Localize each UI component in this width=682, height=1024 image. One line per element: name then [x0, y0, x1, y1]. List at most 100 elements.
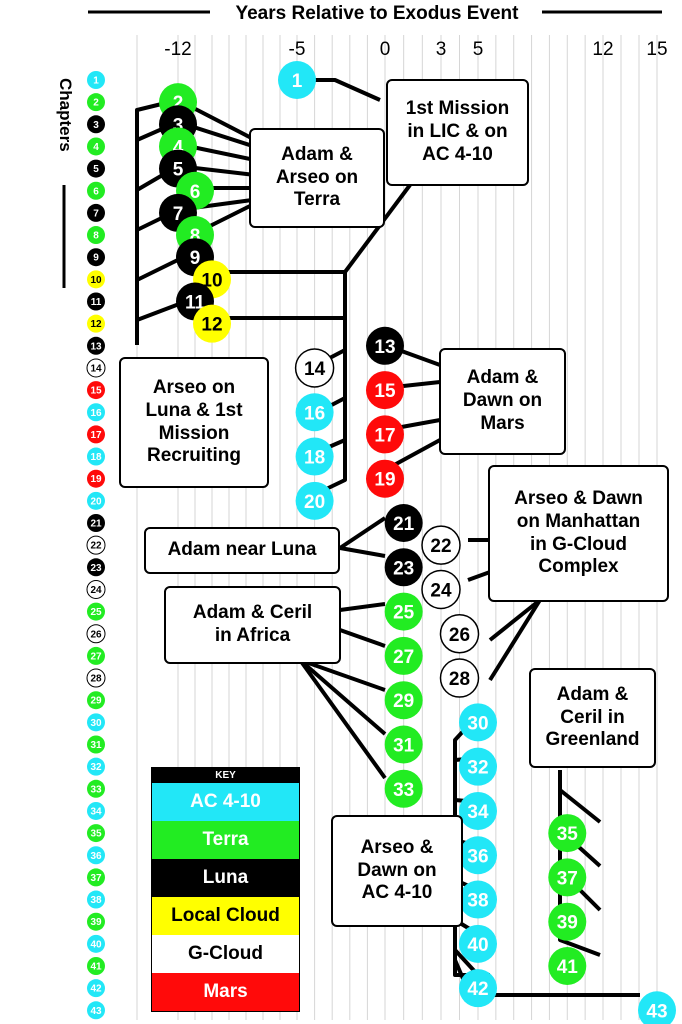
chapter-index-label: 25 — [90, 607, 102, 618]
connector — [343, 183, 412, 274]
key-row: Luna — [152, 859, 299, 897]
chapter-node — [384, 769, 423, 808]
chapter-node — [384, 725, 423, 764]
chapter-index-label: 10 — [90, 275, 102, 286]
chapter-node-label: 2 — [173, 93, 184, 114]
connector — [339, 546, 386, 558]
chapter-index-label: 12 — [90, 319, 102, 330]
chapter-index-label: 23 — [90, 563, 102, 574]
chapter-node — [638, 991, 676, 1024]
chapter-node-label: 41 — [557, 957, 579, 978]
chapter-index-dot — [87, 713, 105, 732]
chapter-index-label: 4 — [93, 142, 99, 153]
chapter-node-label: 18 — [304, 448, 325, 469]
chapter-node-label: 21 — [393, 514, 415, 535]
group-label-g5: Arseo & Dawn on Manhattan in G-Cloud Com… — [488, 465, 669, 602]
connector — [488, 598, 542, 682]
group-label-g9: Arseo & Dawn on AC 4-10 — [331, 815, 463, 927]
chapter-node-label: 10 — [201, 270, 222, 291]
chapter-index-label: 40 — [90, 939, 102, 950]
chapter-index-label: 20 — [90, 496, 102, 507]
chapter-node — [193, 304, 231, 343]
chapter-index-label: 11 — [91, 297, 102, 308]
header: Years Relative to Exodus Event — [88, 3, 662, 24]
chapter-node-label: 8 — [190, 226, 201, 247]
chapter-index-dot — [87, 71, 105, 89]
connector — [339, 628, 386, 648]
chapter-node-label: 27 — [393, 647, 414, 668]
chapter-node — [459, 969, 497, 1008]
chapter-node — [384, 548, 423, 587]
chapter-node — [384, 681, 423, 720]
chapter-index-label: 30 — [90, 718, 102, 729]
chapter-node-label: 19 — [374, 470, 395, 491]
chapter-index-label: 39 — [90, 917, 102, 928]
chapter-node-label: 22 — [430, 536, 451, 557]
chapter-index-dot — [87, 469, 105, 488]
chapter-node-label: 23 — [393, 558, 414, 579]
chapter-node — [421, 525, 461, 565]
chapter-node — [366, 326, 404, 365]
chapter-index-label: 17 — [90, 430, 102, 441]
chapter-node-label: 39 — [557, 913, 578, 934]
chapter-index-dot — [87, 1001, 105, 1020]
chapter-index-dot — [87, 336, 105, 355]
chapter-index-dot — [86, 358, 106, 378]
chapter-index-dot — [87, 757, 105, 776]
group-label-g2: Adam & Arseo on Terra — [249, 128, 385, 228]
chapter-nodes: 1234567891011121314151617181920212223242… — [159, 61, 676, 1024]
chapter-index-dot — [87, 491, 105, 510]
chapter-index-dot — [87, 314, 105, 333]
chapter-node-label: 14 — [304, 359, 326, 380]
chapter-node-label: 6 — [190, 182, 201, 203]
chapter-index-dot — [87, 646, 105, 665]
chapter-node-label: 24 — [430, 580, 452, 601]
chapter-node-label: 42 — [467, 979, 488, 1000]
chapter-node — [459, 880, 497, 919]
chapter-index-label: 26 — [90, 629, 102, 640]
chapter-index-dot — [87, 824, 105, 843]
chapter-index-label: 24 — [90, 585, 102, 596]
chapter-index-label: 33 — [90, 784, 102, 795]
chapter-index-label: 35 — [90, 829, 102, 840]
chapter-index-dot — [87, 203, 105, 222]
connector — [339, 602, 386, 612]
chapter-node-label: 38 — [467, 891, 488, 912]
chapter-index-dot — [87, 447, 105, 466]
key-row: Mars — [152, 973, 299, 1011]
connector — [558, 788, 602, 824]
chapter-index-label: 34 — [90, 806, 102, 817]
chapter-node-label: 4 — [173, 137, 184, 158]
connector — [298, 658, 387, 736]
chapter-node-label: 28 — [449, 669, 470, 690]
connector — [488, 598, 542, 642]
chapter-index-label: 21 — [90, 519, 102, 530]
chapter-index-dot — [87, 979, 105, 998]
chapter-index-dot — [87, 890, 105, 909]
chapter-node-label: 34 — [467, 802, 489, 823]
chapter-index-label: 18 — [90, 452, 102, 463]
chapter-index-label: 43 — [90, 1006, 102, 1017]
chapter-index-dot — [87, 181, 105, 200]
chapter-index-dot — [87, 801, 105, 820]
key-row: Terra — [152, 821, 299, 859]
chapter-node-label: 35 — [557, 824, 579, 845]
chapter-node — [439, 658, 480, 698]
group-label-g1: 1st Mission in LIC & on AC 4-10 — [386, 79, 529, 186]
chapter-node-label: 17 — [374, 425, 395, 446]
chapter-node-label: 12 — [201, 315, 222, 336]
chapter-index-label: 31 — [90, 740, 102, 751]
chapter-index-dot — [87, 270, 105, 289]
chapter-node — [384, 636, 423, 675]
chapter-node — [384, 504, 423, 542]
chapter-node-label: 1 — [292, 71, 303, 92]
chapter-node-label: 11 — [185, 293, 206, 314]
chapter-index-label: 29 — [90, 696, 102, 707]
key-row: G-Cloud — [152, 935, 299, 973]
chapter-index-label: 7 — [93, 208, 99, 219]
group-label-g4: Adam & Dawn on Mars — [439, 348, 566, 455]
